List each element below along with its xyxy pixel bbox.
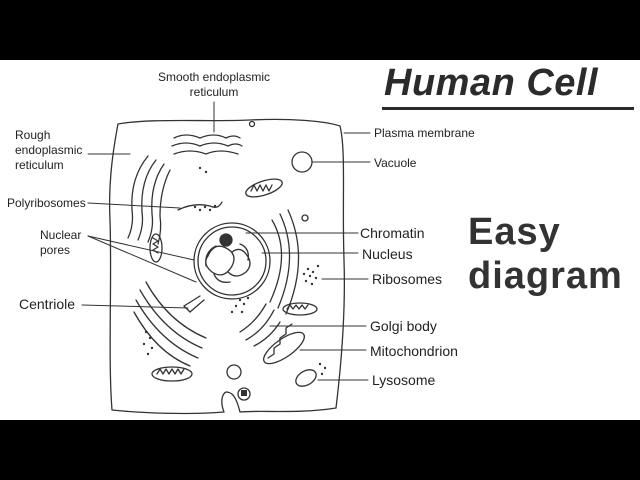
- label-polyribosomes: Polyribosomes: [7, 196, 86, 210]
- title-block: Human Cell: [380, 62, 636, 112]
- leader-centriole: [81, 304, 189, 309]
- label-ribosomes: Ribosomes: [372, 271, 443, 287]
- nucleus-shape: [193, 222, 271, 300]
- golgi-body-shape: [239, 303, 281, 347]
- mitochondrion-shape: [149, 178, 318, 382]
- rough-er-shape: [127, 155, 171, 245]
- label-nucleus: Nucleus: [362, 246, 413, 262]
- diagram-panel: Human Cell Easy diagram Smooth endoplasm…: [0, 60, 640, 420]
- label-nuclear-pores: Nuclear pores: [40, 228, 82, 257]
- label-centriole: Centriole: [19, 296, 76, 312]
- title-underline: [382, 107, 634, 110]
- label-plasma-membrane: Plasma membrane: [374, 126, 475, 140]
- label-chromatin: Chromatin: [360, 225, 425, 241]
- label-golgi-body: Golgi body: [370, 318, 437, 334]
- label-mitochondrion: Mitochondrion: [370, 343, 458, 359]
- page-title: Human Cell: [384, 62, 599, 104]
- label-vacuole: Vacuole: [374, 156, 417, 170]
- leader-nuclear-pores: [87, 235, 195, 261]
- subtitle-line-2: diagram: [468, 255, 623, 297]
- vacuole-shape: [291, 151, 313, 173]
- nucleolus-shape: [219, 233, 233, 247]
- smooth-er-shape: [171, 134, 243, 155]
- polyribosome-shape: [177, 201, 223, 211]
- subtitle: Easy diagram: [468, 210, 623, 298]
- subtitle-line-1: Easy: [468, 211, 561, 253]
- leader-polyribosomes: [87, 202, 181, 209]
- lysosome-shape: [295, 369, 317, 387]
- label-lysosome: Lysosome: [372, 372, 436, 388]
- label-rough-er: Rough endoplasmic reticulum: [15, 128, 83, 172]
- cell-illustration: [81, 101, 371, 415]
- cell-membrane-shape: [108, 118, 346, 415]
- ribosome-dots: [142, 166, 327, 376]
- centriole-shape: [183, 295, 205, 313]
- label-smooth-er: Smooth endoplasmic reticulum: [157, 70, 271, 99]
